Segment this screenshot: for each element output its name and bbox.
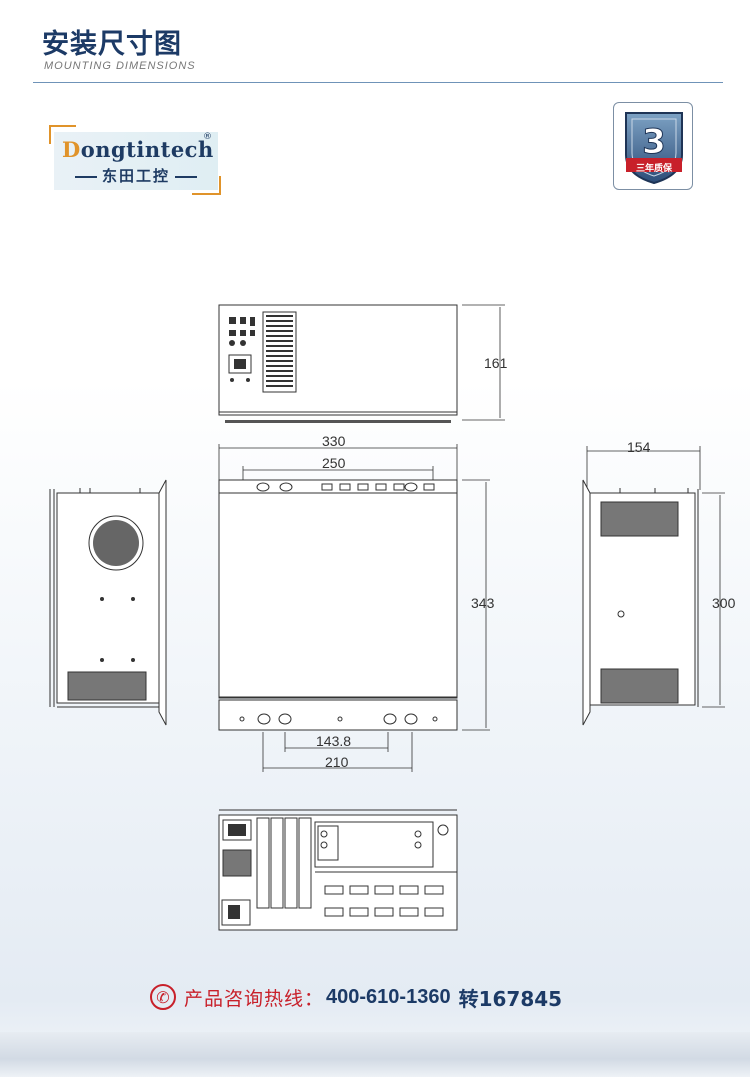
page-subtitle: MOUNTING DIMENSIONS [44,60,196,72]
brand-logo: Dongtintech ® 东田工控 [46,122,226,200]
logo-corner-brackets [49,125,221,195]
dim-front-height: 161 [484,355,508,371]
hotline: ✆ 产品咨询热线： 400-610-1360 转167845 [150,983,562,1011]
logo-brand-initial: D [62,137,81,162]
mounting-drawing: 161 330 250 343 143.8 210 154 300 [49,304,736,931]
dim-top-depth: 343 [471,595,495,611]
warranty-number: 3 [642,122,666,162]
shield-icon: 3 [625,112,683,185]
rear-view [218,809,458,931]
dim-foot-outer: 210 [325,754,349,770]
registered-mark: ® [203,132,212,142]
dim-top-width: 330 [322,433,346,449]
hotline-extension: 转167845 [458,986,563,1011]
page-title: 安装尺寸图 [42,29,182,60]
dim-foot-inner: 143.8 [316,733,351,749]
right-side-view [582,446,725,726]
dim-side-depth: 154 [627,439,651,455]
warranty-text: 三年质保 [635,164,672,174]
left-side-view [49,479,167,726]
logo-brand-rest: ongtintech [80,137,214,162]
footer-band [0,1032,750,1077]
top-view [218,444,490,772]
front-vent [262,311,297,393]
warranty-badge: 3 三年质保 [613,102,693,190]
hotline-number[interactable]: 400-610-1360 [326,985,451,1008]
dim-top-inner-width: 250 [322,455,346,471]
hotline-label: 产品咨询热线： [184,987,325,1010]
title-divider [33,82,723,83]
front-view [218,304,505,423]
logo-sub-text: 东田工控 [66,165,206,186]
dim-side-height: 300 [712,595,736,611]
phone-icon: ✆ [150,984,176,1010]
logo-brand-text: Dongtintech [62,137,214,162]
